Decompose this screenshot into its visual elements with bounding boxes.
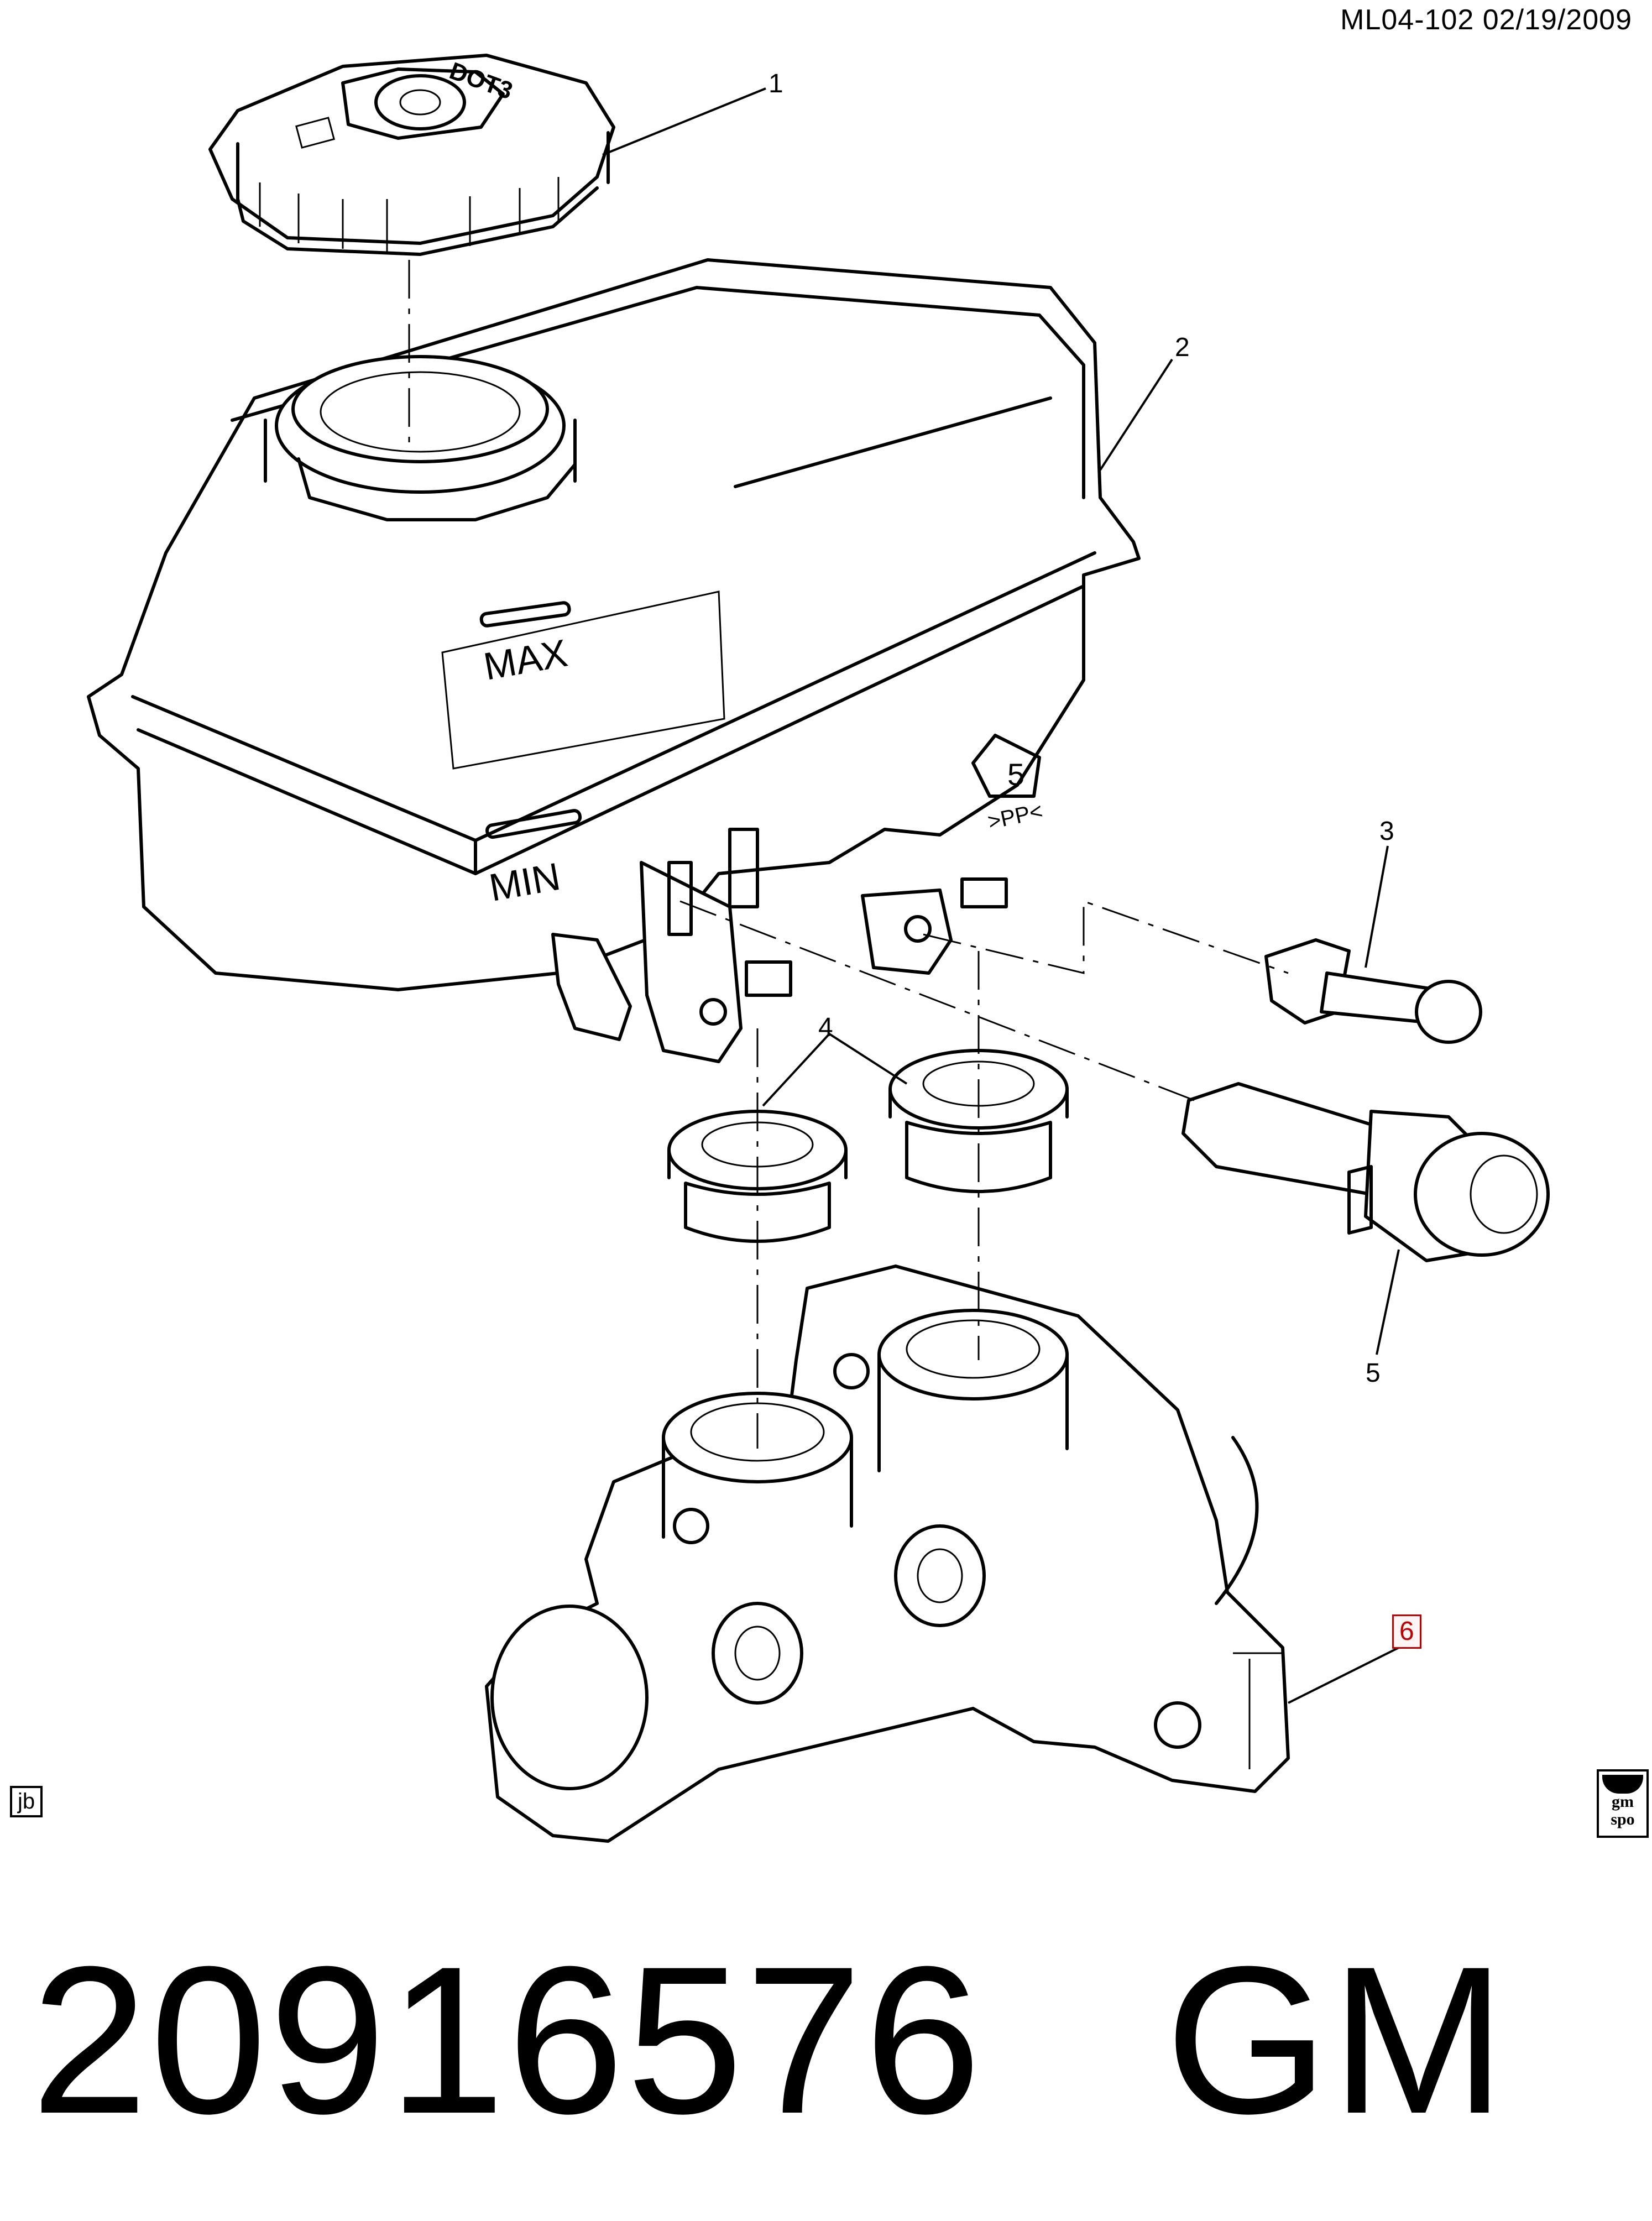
material-marking: >PP< [986,799,1045,834]
assembly-centerlines [408,260,1289,1449]
jb-badge: jb [10,1786,43,1817]
callout-1: 1 [769,69,783,98]
callout-4: 4 [818,1013,833,1042]
grommet-left [667,1110,848,1243]
callout-leaders [602,87,1400,1704]
fluid-level-sensor [1182,1082,1550,1262]
reservoir-cap: DOT3 [208,54,615,256]
callout-6-highlighted[interactable]: 6 [1392,1614,1421,1649]
callout-2: 2 [1175,333,1190,362]
fluid-reservoir: MAX MIN 5 >PP< [87,258,1141,1063]
part-number: 20916576 GM [31,1922,1508,2157]
master-cylinder-body [485,1264,1290,1843]
header-code: ML04-102 02/19/2009 [1340,4,1632,36]
callout-5: 5 [1366,1358,1381,1388]
retaining-pin [1264,938,1482,1044]
gm-spo-logo: gm spo [1597,1769,1649,1838]
callout-3: 3 [1379,817,1394,846]
recycle-number: 5 [1007,757,1024,792]
master-cylinder-exploded-diagram: DOT3 MAX MIN 5 >PP< [87,54,1550,1843]
